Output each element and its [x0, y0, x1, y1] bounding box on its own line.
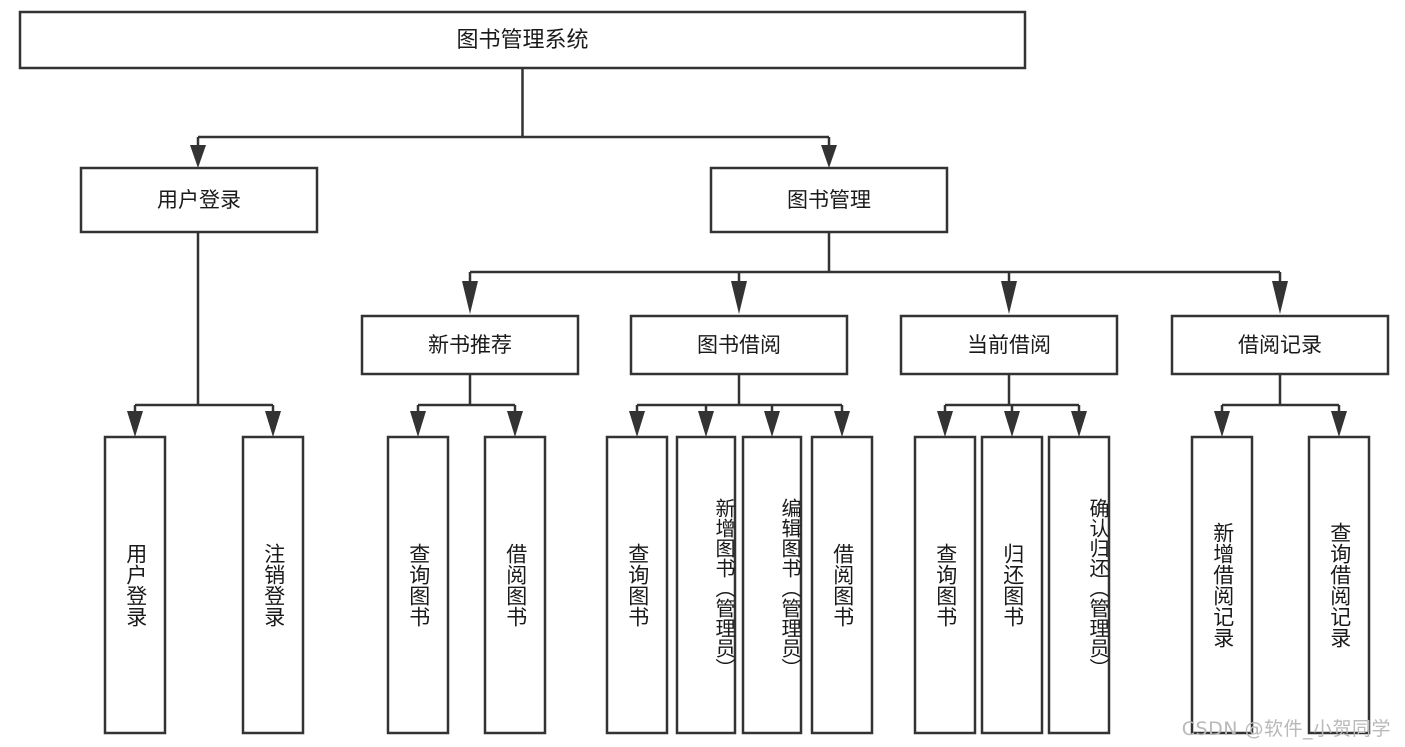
node-book-borrow-label: 图书借阅	[697, 333, 781, 357]
arrowhead-leaf-confirm-return	[1071, 411, 1087, 437]
node-leaf-query-book-3-box[interactable]	[913, 435, 977, 735]
csdn-watermark: CSDN @软件_小贺同学	[1181, 718, 1391, 740]
node-leaf-borrow-book-2-box[interactable]	[810, 435, 874, 735]
arrowhead-leaf-edit-book	[764, 411, 780, 437]
arrowhead-leaf-query-book-1	[410, 411, 426, 437]
node-user-login-label: 用户登录	[157, 188, 241, 212]
arrowhead-borrow-record	[1272, 281, 1288, 314]
node-current-borrow-box[interactable]	[899, 314, 1119, 376]
node-new-book-recommend-label: 新书推荐	[428, 333, 512, 357]
arrowhead-leaf-borrow-book-2	[834, 411, 850, 437]
node-leaf-borrow-book-1-box[interactable]	[483, 435, 547, 735]
node-book-manage-label: 图书管理	[787, 188, 871, 212]
arrowhead-leaf-query-book-3	[937, 411, 953, 437]
node-leaf-query-book-2-box[interactable]	[605, 435, 669, 735]
node-leaf-logout-login-box[interactable]	[241, 435, 305, 735]
node-leaf-query-record-box[interactable]	[1307, 435, 1371, 735]
node-borrow-record[interactable]: 借阅记录	[1170, 314, 1390, 376]
node-user-login-box[interactable]	[79, 166, 319, 234]
arrowhead-leaf-borrow-book-1	[507, 411, 523, 437]
arrowhead-current-borrow	[1001, 281, 1017, 314]
node-leaf-confirm-return-box[interactable]	[1047, 435, 1111, 735]
arrowhead-user-login	[190, 145, 206, 168]
node-root[interactable]: 图书管理系统	[18, 10, 1027, 70]
node-leaf-add-record-box[interactable]	[1190, 435, 1254, 735]
arrowhead-leaf-user-login	[127, 411, 143, 437]
arrowhead-book-borrow	[731, 281, 747, 314]
arrowhead-book-manage	[821, 145, 837, 168]
node-book-manage-box[interactable]	[709, 166, 949, 234]
node-leaf-return-book-box[interactable]	[980, 435, 1044, 735]
node-new-book-recommend[interactable]: 新书推荐	[360, 314, 580, 376]
node-new-book-recommend-box[interactable]	[360, 314, 580, 376]
node-leaf-query-book-1-box[interactable]	[386, 435, 450, 735]
arrowhead-leaf-return-book	[1004, 411, 1020, 437]
node-current-borrow[interactable]: 当前借阅	[899, 314, 1119, 376]
node-root-box[interactable]	[18, 10, 1027, 70]
node-layer: 图书管理系统 用户登录 图书管理 新书推荐 图书借阅	[18, 10, 1390, 735]
node-leaf-edit-book-box[interactable]	[741, 435, 803, 735]
node-leaf-add-book-box[interactable]	[675, 435, 737, 735]
node-current-borrow-label: 当前借阅	[967, 333, 1051, 357]
arrowhead-leaf-query-record	[1331, 411, 1347, 437]
node-borrow-record-box[interactable]	[1170, 314, 1390, 376]
arrowhead-leaf-query-book-2	[629, 411, 645, 437]
node-book-manage[interactable]: 图书管理	[709, 166, 949, 234]
arrowhead-leaf-add-book	[698, 411, 714, 437]
arrowhead-leaf-add-record	[1214, 411, 1230, 437]
node-borrow-record-label: 借阅记录	[1238, 333, 1322, 357]
node-book-borrow[interactable]: 图书借阅	[629, 314, 849, 376]
node-book-borrow-box[interactable]	[629, 314, 849, 376]
arrowhead-leaf-logout-login	[265, 411, 281, 437]
node-leaf-user-login-box[interactable]	[103, 435, 167, 735]
node-user-login[interactable]: 用户登录	[79, 166, 319, 234]
connector-layer	[127, 68, 1347, 437]
arrowhead-new-book-recommend	[462, 281, 478, 314]
node-root-label: 图书管理系统	[456, 28, 588, 53]
